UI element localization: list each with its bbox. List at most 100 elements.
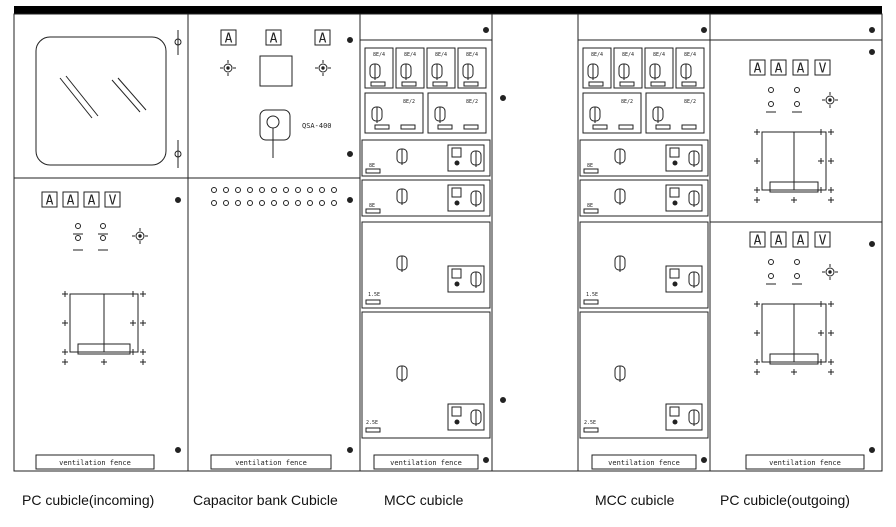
mcc-half-drawer <box>427 92 487 134</box>
indicator-lamp <box>454 200 460 206</box>
mcc-quarter-drawer <box>395 47 425 89</box>
mcc-one-half-e-drawer <box>361 221 491 309</box>
ventilation-label: ventilation fence <box>390 459 462 467</box>
drawer-tag: 1.5E <box>368 292 380 298</box>
mcc-quarter-drawer <box>457 47 487 89</box>
capacitor-display-window <box>259 55 293 87</box>
capacitor-indicator-lamp <box>295 187 301 193</box>
glass-reflection <box>111 79 141 113</box>
meter-box <box>814 231 831 248</box>
bolt-icon <box>483 27 489 33</box>
mcc-one-e-drawer <box>361 139 491 177</box>
indicator-window <box>669 268 680 279</box>
indicator-lamp <box>768 101 774 107</box>
drawer-tag: 1.5E <box>586 292 598 298</box>
capacitor-indicator-lamp <box>259 187 265 193</box>
tag-plate <box>400 124 416 130</box>
drawer-tag: 8E/4 <box>435 52 447 58</box>
ventilation-fence <box>210 454 332 470</box>
mcc-one-e-drawer <box>579 139 709 177</box>
capacitor-indicator-lamp <box>295 200 301 206</box>
tag-plate <box>583 168 599 174</box>
mcc-two-e-drawer <box>579 311 709 439</box>
bolt-icon <box>347 447 353 453</box>
selector-switch-icon <box>135 231 145 241</box>
capacitor-indicator-lamp <box>319 187 325 193</box>
tag-plate <box>365 208 381 214</box>
drawer-tag: 8E <box>587 163 593 169</box>
tag-plate <box>583 208 599 214</box>
capacitor-indicator-lamp <box>247 187 253 193</box>
capacitor-indicator-lamp <box>331 200 337 206</box>
drawer-indicator-box <box>665 403 703 431</box>
capacitor-indicator-lamp <box>331 187 337 193</box>
main-switch-plate <box>259 109 291 141</box>
capacitor-indicator-lamp <box>259 200 265 206</box>
indicator-lamp <box>794 273 800 279</box>
capacitor-indicator-lamp <box>211 187 217 193</box>
meter-box <box>83 191 100 208</box>
mcc-one-e-drawer <box>361 179 491 217</box>
meter-letter: A <box>270 32 278 47</box>
drawer-tag: 8E/4 <box>373 52 385 58</box>
drawer-indicator-box <box>665 265 703 293</box>
meter-letter: A <box>775 234 783 249</box>
mcc-half-drawer <box>645 92 705 134</box>
mcc-half-drawer <box>364 92 424 134</box>
selector-center <box>828 270 832 274</box>
ventilation-label: ventilation fence <box>59 459 131 467</box>
capacitor-cubicle <box>187 13 361 472</box>
capacitor-indicator-lamp <box>235 187 241 193</box>
meter-box <box>770 231 787 248</box>
mcc-quarter-drawer <box>613 47 643 89</box>
drawer-indicator-box <box>447 265 485 293</box>
mcc-two-e-drawer <box>361 311 491 439</box>
bolt-icon <box>347 37 353 43</box>
tag-plate <box>401 81 417 87</box>
drawer-tag: 8E/2 <box>466 99 478 105</box>
breaker-handle-bar <box>77 343 131 355</box>
drawer-indicator-box <box>447 403 485 431</box>
meter-box <box>62 191 79 208</box>
selector-switch-icon <box>825 267 835 277</box>
mcc-quarter-drawer <box>644 47 674 89</box>
bolt-icon <box>869 241 875 247</box>
caption-mcc-left: MCC cubicle <box>384 492 464 508</box>
indicator-lamp <box>794 101 800 107</box>
mcc-quarter-drawer <box>426 47 456 89</box>
drawer-tag: 8E/2 <box>621 99 633 105</box>
drawer-indicator-box <box>447 184 485 212</box>
indicator-lamp <box>75 235 81 241</box>
mcc-one-half-e-drawer <box>579 221 709 309</box>
indicator-lamp <box>768 273 774 279</box>
ventilation-fence <box>35 454 155 470</box>
indicator-lamp <box>672 419 678 425</box>
tag-plate <box>463 124 479 130</box>
indicator-window <box>669 187 680 198</box>
meter-box <box>220 29 237 46</box>
meter-box <box>41 191 58 208</box>
tag-plate <box>681 124 697 130</box>
indicator-window <box>451 268 462 279</box>
glass-reflection <box>117 77 147 111</box>
tag-plate <box>374 124 390 130</box>
meter-letter: A <box>754 234 762 249</box>
drawer-indicator-box <box>665 144 703 172</box>
bolt-icon <box>347 151 353 157</box>
pc-outgoing-cubicle <box>709 13 883 472</box>
drawer-tag: 8E/4 <box>466 52 478 58</box>
capacitor-indicator-lamp <box>271 187 277 193</box>
selector-center <box>321 66 325 70</box>
meter-letter: V <box>819 234 827 249</box>
mcc-half-drawer <box>582 92 642 134</box>
bolt-icon <box>175 447 181 453</box>
tag-plate <box>370 81 386 87</box>
meter-box <box>104 191 121 208</box>
tag-plate <box>365 299 381 305</box>
bolt-icon <box>483 457 489 463</box>
meter-letter: A <box>797 62 805 77</box>
capacitor-indicator-lamp <box>211 200 217 206</box>
ventilation-fence <box>745 454 865 470</box>
switch-knob <box>266 115 280 129</box>
bolt-icon <box>869 447 875 453</box>
